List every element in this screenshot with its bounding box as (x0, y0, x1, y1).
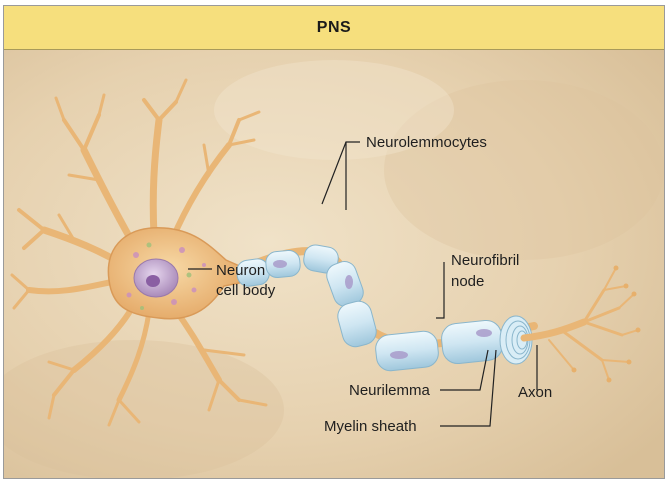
label-neurolemmocytes: Neurolemmocytes (366, 134, 487, 151)
leader-myelin-sheath (440, 349, 497, 427)
diagram-area: Neurolemmocytes Neuron cell body Neurofi… (4, 50, 664, 478)
leader-neurilemma (440, 349, 489, 391)
myelin-segment (337, 300, 377, 348)
label-myelin-sheath: Myelin sheath (324, 418, 417, 435)
leader-lines (188, 141, 538, 427)
myelin-segment (375, 330, 439, 372)
bg-blotch (214, 60, 454, 160)
leader-neurofibril-node (436, 262, 445, 319)
label-neurilemma: Neurilemma (349, 382, 430, 399)
label-neuron-cell-body-line2: cell body (216, 282, 276, 299)
figure-frame: PNS (3, 5, 665, 479)
axon-terminals (520, 267, 639, 381)
myelin-segment (441, 319, 503, 365)
figure-title: PNS (316, 18, 352, 36)
bg-blotch (384, 80, 664, 260)
neurolemmocyte-nuclei (273, 260, 492, 359)
organelles (126, 247, 206, 305)
figure-header: PNS (4, 6, 664, 50)
dendrites (10, 78, 268, 427)
neuron-illustration (4, 50, 664, 478)
nucleolus (146, 275, 160, 287)
terminal-buttons (571, 265, 641, 383)
label-axon: Axon (518, 384, 553, 401)
label-neurofibril-node-line1: Neurofibril (451, 252, 520, 269)
label-neuron-cell-body-line1: Neuron (216, 262, 266, 279)
organelles (140, 242, 192, 310)
label-neurofibril-node-line2: node (451, 273, 485, 290)
myelin-segment (303, 244, 339, 274)
